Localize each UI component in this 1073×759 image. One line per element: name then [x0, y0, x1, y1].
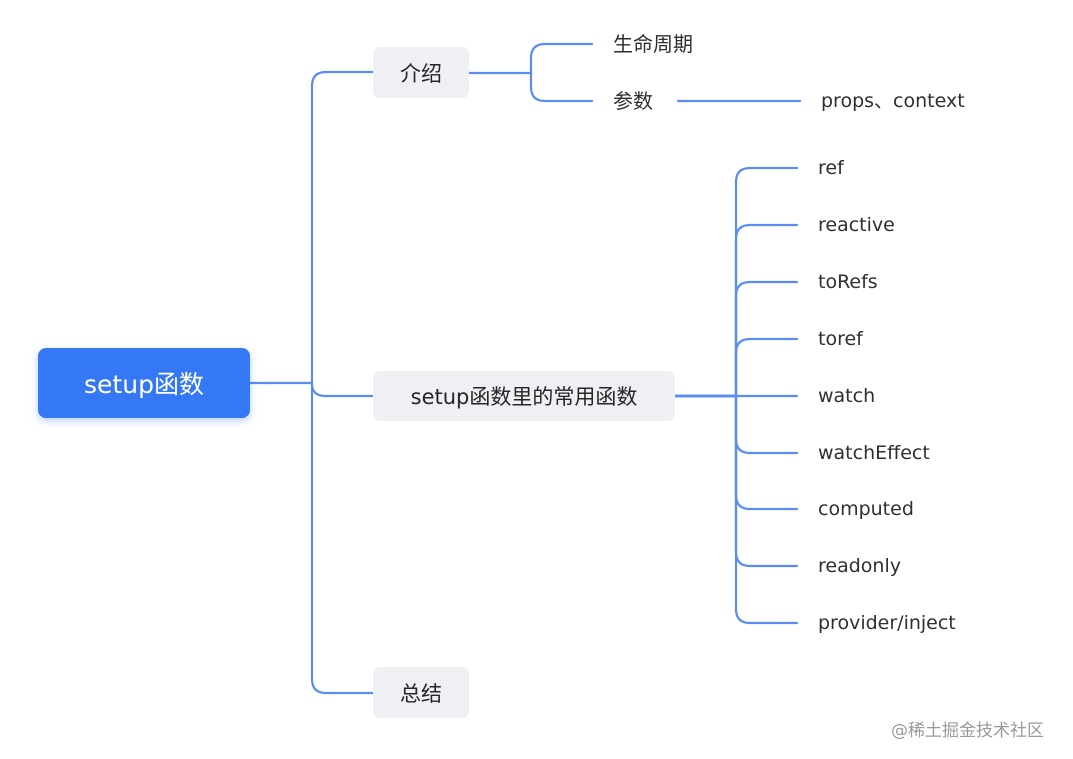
- leaf-function-ref[interactable]: ref: [818, 157, 844, 179]
- edge-functions-0: [673, 166, 799, 398]
- leaf-props-context[interactable]: props、context: [821, 90, 965, 112]
- edge-trunk-summary: [310, 381, 375, 695]
- leaf-function-watcheffect[interactable]: watchEffect: [818, 442, 930, 464]
- edge-functions-8: [673, 394, 799, 625]
- root-node[interactable]: setup函数: [38, 348, 250, 418]
- edge-intro-lifecycle: [529, 42, 594, 75]
- branch-summary[interactable]: 总结: [373, 667, 469, 718]
- edge-trunk-intro: [310, 70, 375, 385]
- branch-functions[interactable]: setup函数里的常用函数: [373, 371, 675, 421]
- leaf-function-watch[interactable]: watch: [818, 385, 876, 407]
- leaf-function-computed[interactable]: computed: [818, 498, 914, 520]
- branch-intro-label: 介绍: [400, 61, 442, 86]
- edge-functions-3: [673, 337, 799, 398]
- branch-intro[interactable]: 介绍: [373, 47, 469, 98]
- watermark: @稀土掘金技术社区: [891, 721, 1044, 741]
- edge-functions-1: [673, 223, 799, 398]
- function-edges: [673, 166, 799, 625]
- leaf-params[interactable]: 参数: [613, 89, 653, 113]
- leaf-lifecycle[interactable]: 生命周期: [613, 32, 693, 56]
- leaf-function-toref[interactable]: toref: [818, 328, 863, 350]
- leaf-function-provider-inject[interactable]: provider/inject: [818, 612, 956, 634]
- root-label: setup函数: [84, 370, 204, 399]
- leaf-function-torefs[interactable]: toRefs: [818, 271, 878, 293]
- leaf-function-reactive[interactable]: reactive: [818, 214, 895, 236]
- edge-functions-2: [673, 280, 799, 398]
- branch-summary-label: 总结: [400, 681, 442, 706]
- leaf-function-readonly[interactable]: readonly: [818, 555, 901, 577]
- branch-functions-label: setup函数里的常用函数: [410, 385, 638, 409]
- edge-intro-params: [529, 71, 594, 103]
- edge-trunk-functions: [310, 381, 375, 398]
